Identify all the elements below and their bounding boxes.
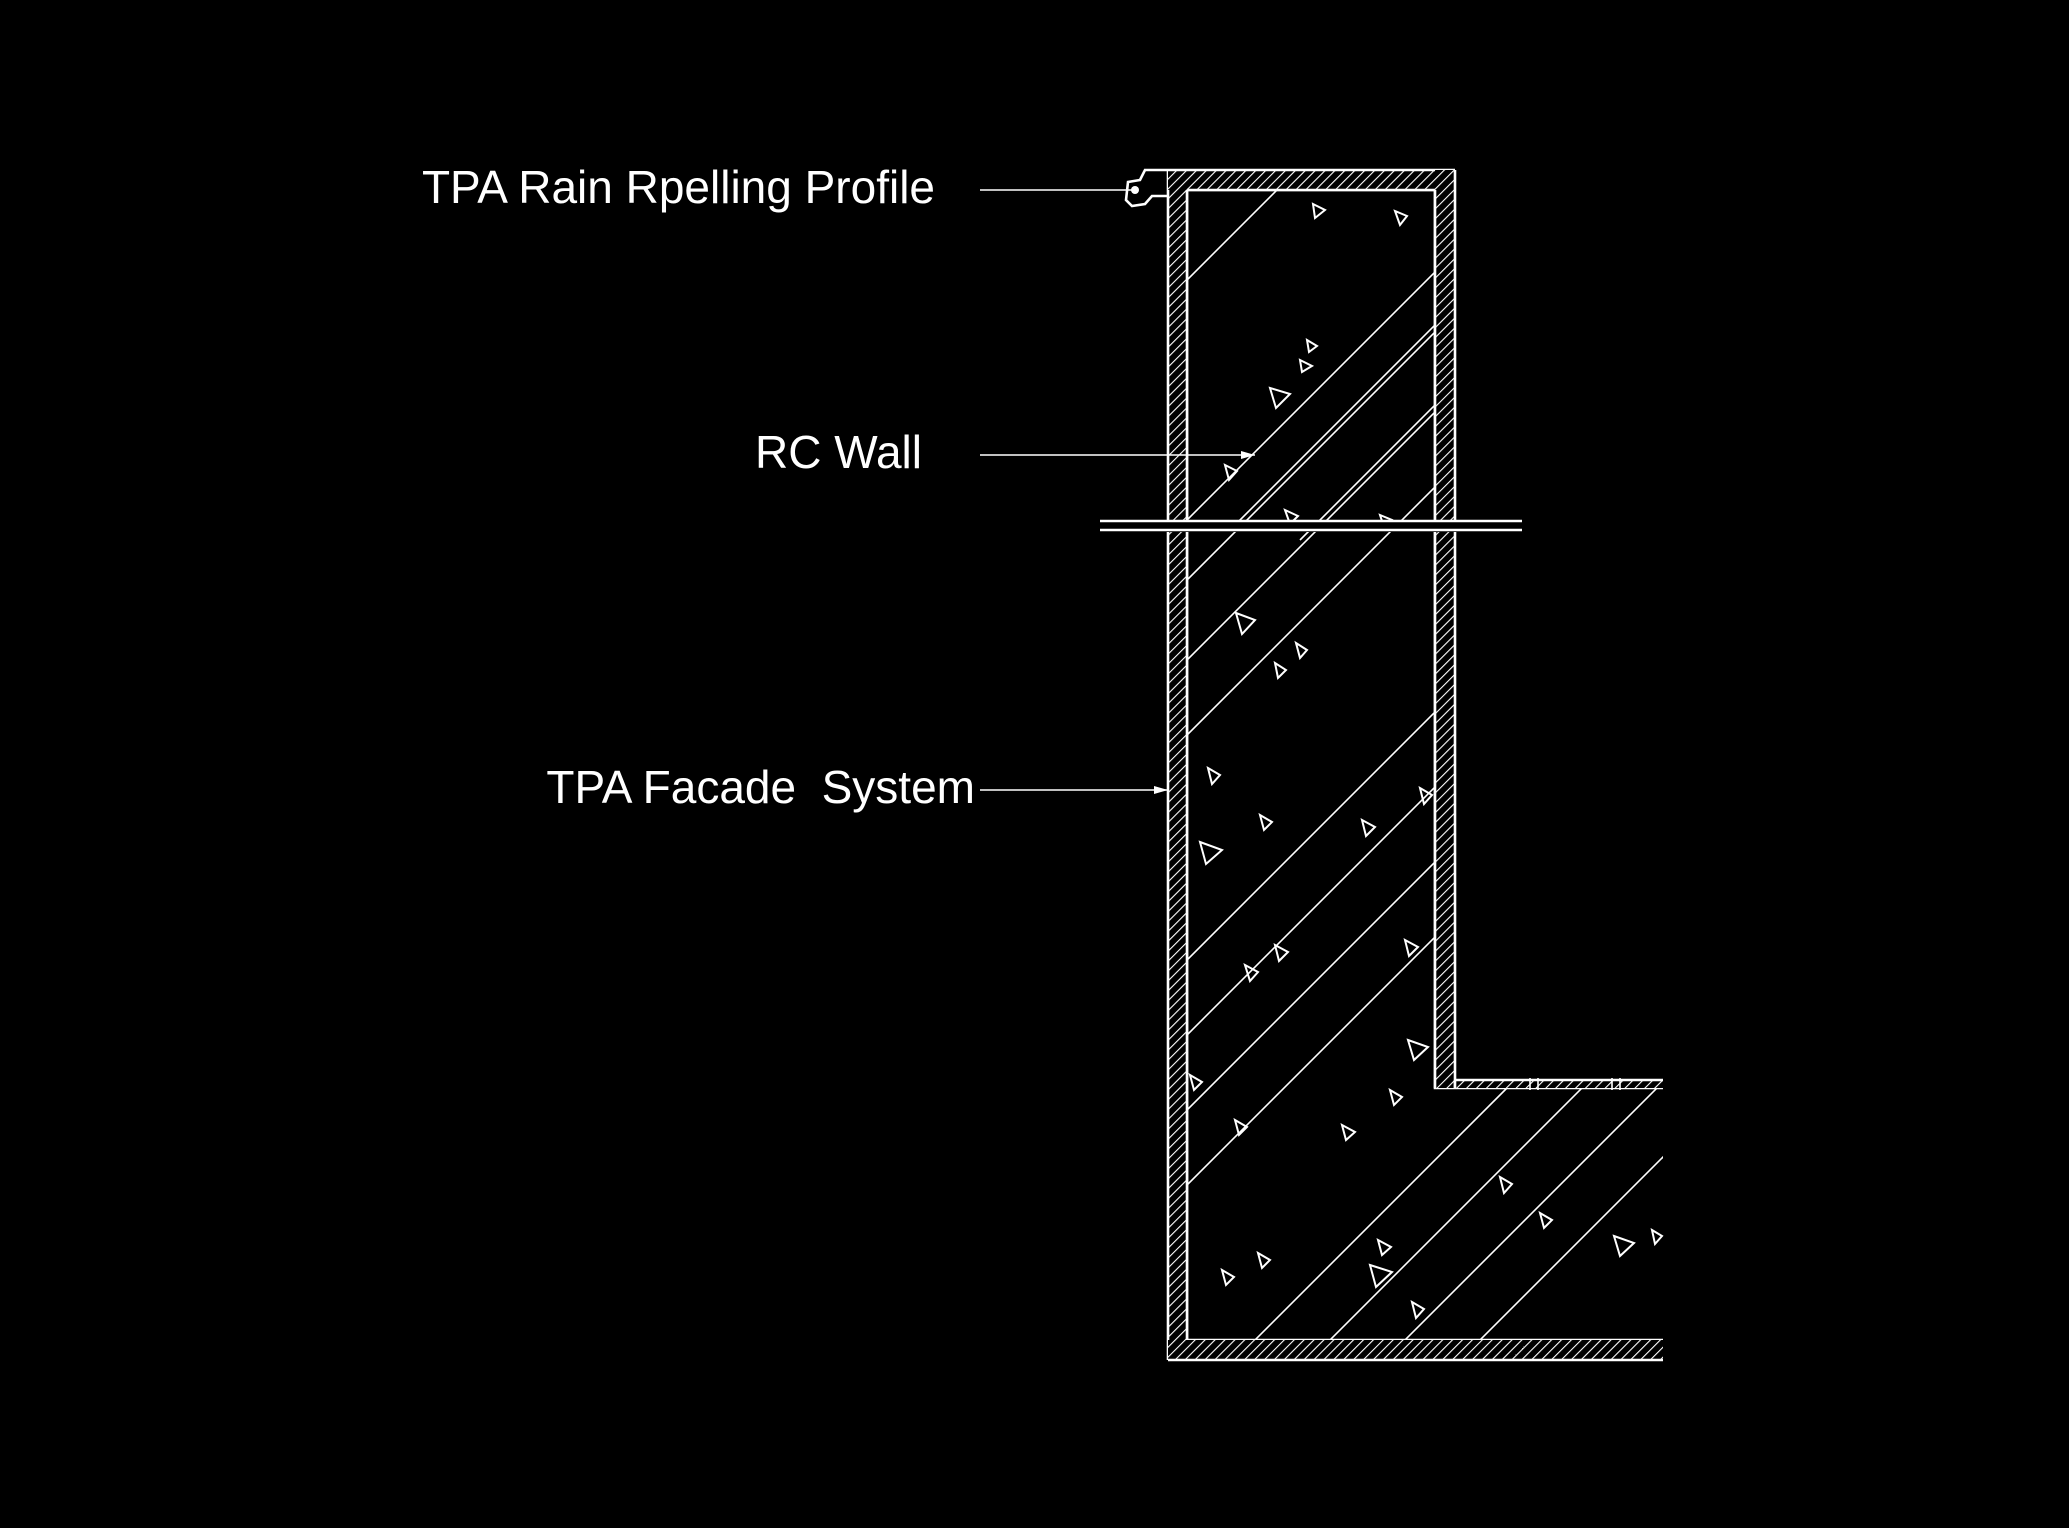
rain-profile-shape	[1124, 168, 1168, 208]
label-facade-system: TPA Facade System	[546, 761, 975, 813]
concrete-hatch	[1187, 190, 1663, 1340]
label-rc-wall: RC Wall	[755, 426, 922, 478]
leader-lines	[980, 189, 1255, 794]
break-line	[1100, 519, 1525, 532]
aggregate-marks	[1188, 202, 1664, 1321]
leader-rc-wall-arrow-icon	[1241, 451, 1255, 459]
label-rain-profile: TPA Rain Rpelling Profile	[422, 161, 935, 213]
rc-wall-body	[1185, 188, 1664, 1342]
leader-facade-arrow-icon	[1154, 786, 1168, 794]
tpa-facade-cladding	[1166, 168, 1663, 1362]
